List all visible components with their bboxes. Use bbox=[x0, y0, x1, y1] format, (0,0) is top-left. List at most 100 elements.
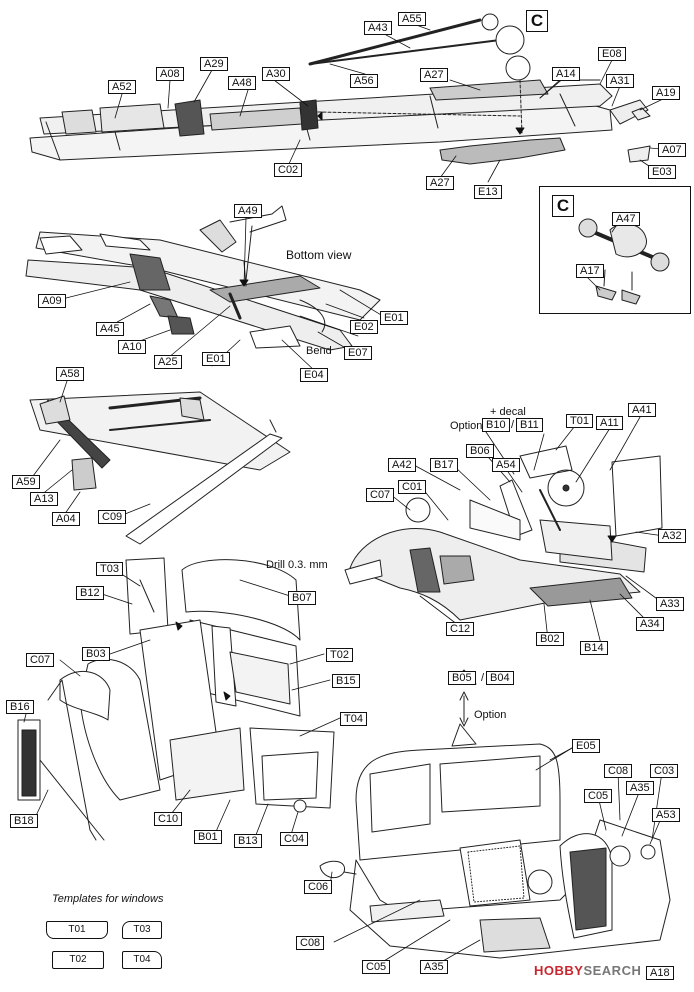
caption-bend: Bend bbox=[306, 345, 332, 357]
label-a25: A25 bbox=[154, 355, 182, 369]
detail-marker-inset: C bbox=[552, 195, 574, 217]
label-b01: B01 bbox=[194, 830, 222, 844]
label-e08: E08 bbox=[598, 47, 626, 61]
label-c01: C01 bbox=[398, 480, 427, 494]
label-a41: A41 bbox=[628, 403, 656, 417]
label-a35-bottom: A35 bbox=[420, 960, 448, 974]
label-t01: T01 bbox=[566, 414, 593, 428]
detail-marker-top: C bbox=[526, 10, 548, 32]
caption-drill: Drill 0.3. mm bbox=[266, 559, 328, 571]
slash-b10-b11: / bbox=[511, 419, 515, 431]
label-a19: A19 bbox=[652, 86, 680, 100]
label-a11: A11 bbox=[596, 416, 623, 430]
label-a29: A29 bbox=[200, 57, 228, 71]
label-e03: E03 bbox=[648, 165, 676, 179]
label-a45: A45 bbox=[96, 322, 124, 336]
label-c04: C04 bbox=[280, 832, 309, 846]
template-t02: T02 bbox=[52, 951, 104, 969]
label-e07: E07 bbox=[344, 346, 372, 360]
watermark-logo: HOBBYSEARCH bbox=[534, 963, 641, 978]
label-c03: C03 bbox=[650, 764, 679, 778]
caption-option-seat: Option bbox=[450, 420, 483, 432]
label-e01-right: E01 bbox=[380, 311, 408, 325]
template-t04: T04 bbox=[122, 951, 162, 969]
label-c05-bottom: C05 bbox=[362, 960, 391, 974]
watermark-red-text: HOBBY bbox=[534, 963, 584, 978]
label-b10: B10 bbox=[482, 418, 510, 432]
cab-assembly-drawing bbox=[17, 557, 335, 841]
label-b13: B13 bbox=[234, 834, 262, 848]
template-t03: T03 bbox=[122, 921, 162, 939]
label-c08-top: C08 bbox=[604, 764, 633, 778]
label-a35-top: A35 bbox=[626, 781, 654, 795]
label-a07: A07 bbox=[658, 143, 686, 157]
label-b14: B14 bbox=[580, 641, 608, 655]
label-a54: A54 bbox=[492, 458, 520, 472]
label-b05: B05 bbox=[448, 671, 476, 685]
label-t02: T02 bbox=[326, 648, 353, 662]
label-a18: A18 bbox=[646, 966, 674, 980]
label-a31: A31 bbox=[606, 74, 634, 88]
label-a59: A59 bbox=[12, 475, 40, 489]
label-a58: A58 bbox=[56, 367, 84, 381]
label-b18: B18 bbox=[10, 814, 38, 828]
label-a34: A34 bbox=[636, 617, 664, 631]
label-t04: T04 bbox=[340, 712, 367, 726]
template-t01: T01 bbox=[46, 921, 108, 939]
label-a42: A42 bbox=[388, 458, 416, 472]
label-a27-bottom: A27 bbox=[426, 176, 454, 190]
label-a17: A17 bbox=[576, 264, 604, 278]
label-e02: E02 bbox=[350, 320, 378, 334]
caption-option-front: Option bbox=[474, 709, 507, 721]
label-b12: B12 bbox=[76, 586, 104, 600]
label-b03: B03 bbox=[82, 647, 110, 661]
label-c07-seat: C07 bbox=[366, 488, 395, 502]
label-c05-top: C05 bbox=[584, 789, 613, 803]
truck-front-drawing bbox=[319, 723, 671, 959]
label-b15: B15 bbox=[332, 674, 360, 688]
bottom-view-drawing bbox=[25, 205, 381, 351]
label-b06: B06 bbox=[466, 444, 494, 458]
label-a14: A14 bbox=[552, 67, 580, 81]
label-a49: A49 bbox=[234, 204, 262, 218]
label-a53: A53 bbox=[652, 808, 680, 822]
label-e13: E13 bbox=[474, 185, 502, 199]
slash-b05-b04: / bbox=[481, 672, 485, 684]
watermark-gray-text: SEARCH bbox=[583, 963, 642, 978]
rear-axle-detail-drawing bbox=[578, 218, 670, 305]
label-b16: B16 bbox=[6, 700, 34, 714]
label-a08: A08 bbox=[156, 67, 184, 81]
label-c10: C10 bbox=[154, 812, 183, 826]
caption-decal: + decal bbox=[490, 406, 526, 418]
label-a27-top: A27 bbox=[420, 68, 448, 82]
label-c09: C09 bbox=[98, 510, 127, 524]
label-e01-left: E01 bbox=[202, 352, 230, 366]
label-c02: C02 bbox=[274, 163, 303, 177]
label-t03: T03 bbox=[96, 562, 123, 576]
label-a56: A56 bbox=[350, 74, 378, 88]
label-a47: A47 bbox=[612, 212, 640, 226]
label-a55: A55 bbox=[398, 12, 426, 26]
label-c08-bottom: C08 bbox=[296, 936, 325, 950]
label-a33: A33 bbox=[656, 597, 684, 611]
label-a43: A43 bbox=[364, 21, 392, 35]
seat-chassis-drawing bbox=[344, 445, 663, 621]
label-c07-cab: C07 bbox=[26, 653, 55, 667]
front-axle-drawing bbox=[29, 391, 291, 545]
label-b17: B17 bbox=[430, 458, 458, 472]
label-a09: A09 bbox=[38, 294, 66, 308]
detail-c-box bbox=[539, 186, 691, 314]
label-a13: A13 bbox=[30, 492, 58, 506]
label-e05: E05 bbox=[572, 739, 600, 753]
label-c06: C06 bbox=[304, 880, 333, 894]
label-a10: A10 bbox=[118, 340, 146, 354]
label-b07: B07 bbox=[288, 591, 316, 605]
label-a52: A52 bbox=[108, 80, 136, 94]
label-e04: E04 bbox=[300, 368, 328, 382]
chassis-frame-drawing bbox=[29, 13, 651, 165]
caption-bottom-view: Bottom view bbox=[286, 248, 352, 262]
label-b04: B04 bbox=[486, 671, 514, 685]
label-c12: C12 bbox=[446, 622, 475, 636]
